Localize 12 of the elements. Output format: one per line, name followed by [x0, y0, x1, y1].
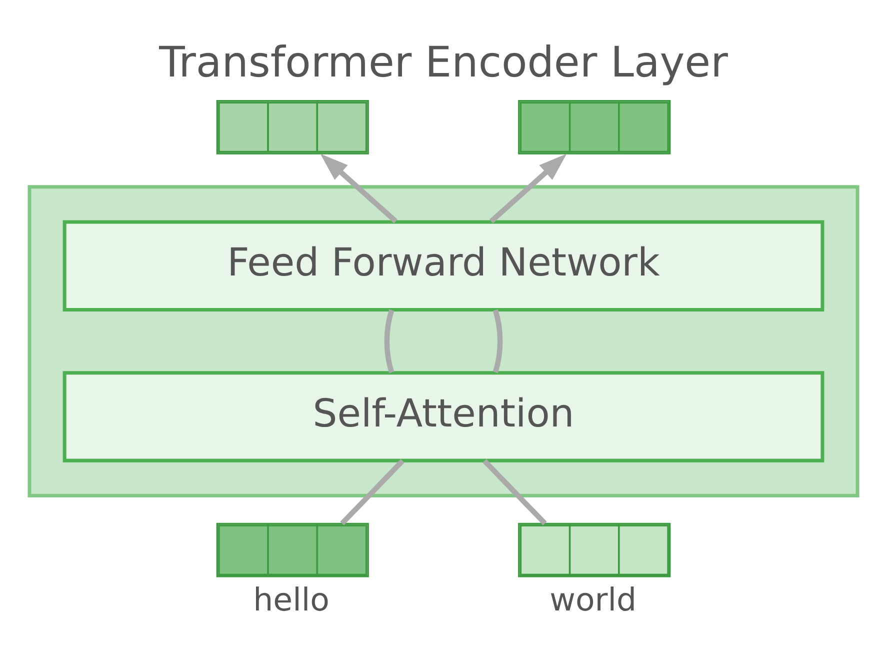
arrow	[489, 153, 567, 223]
connector	[482, 458, 547, 525]
connector	[340, 458, 404, 525]
node-label: hello	[253, 582, 330, 618]
cluster	[28, 184, 860, 497]
node-box: Feed Forward Network	[62, 220, 824, 311]
connector	[492, 308, 503, 373]
diagram-title: Transformer Encoder Layer	[159, 37, 728, 86]
arrow	[320, 153, 398, 223]
connector	[384, 308, 394, 373]
node-box: Self-Attention	[62, 370, 824, 462]
node-label: world	[550, 582, 637, 618]
